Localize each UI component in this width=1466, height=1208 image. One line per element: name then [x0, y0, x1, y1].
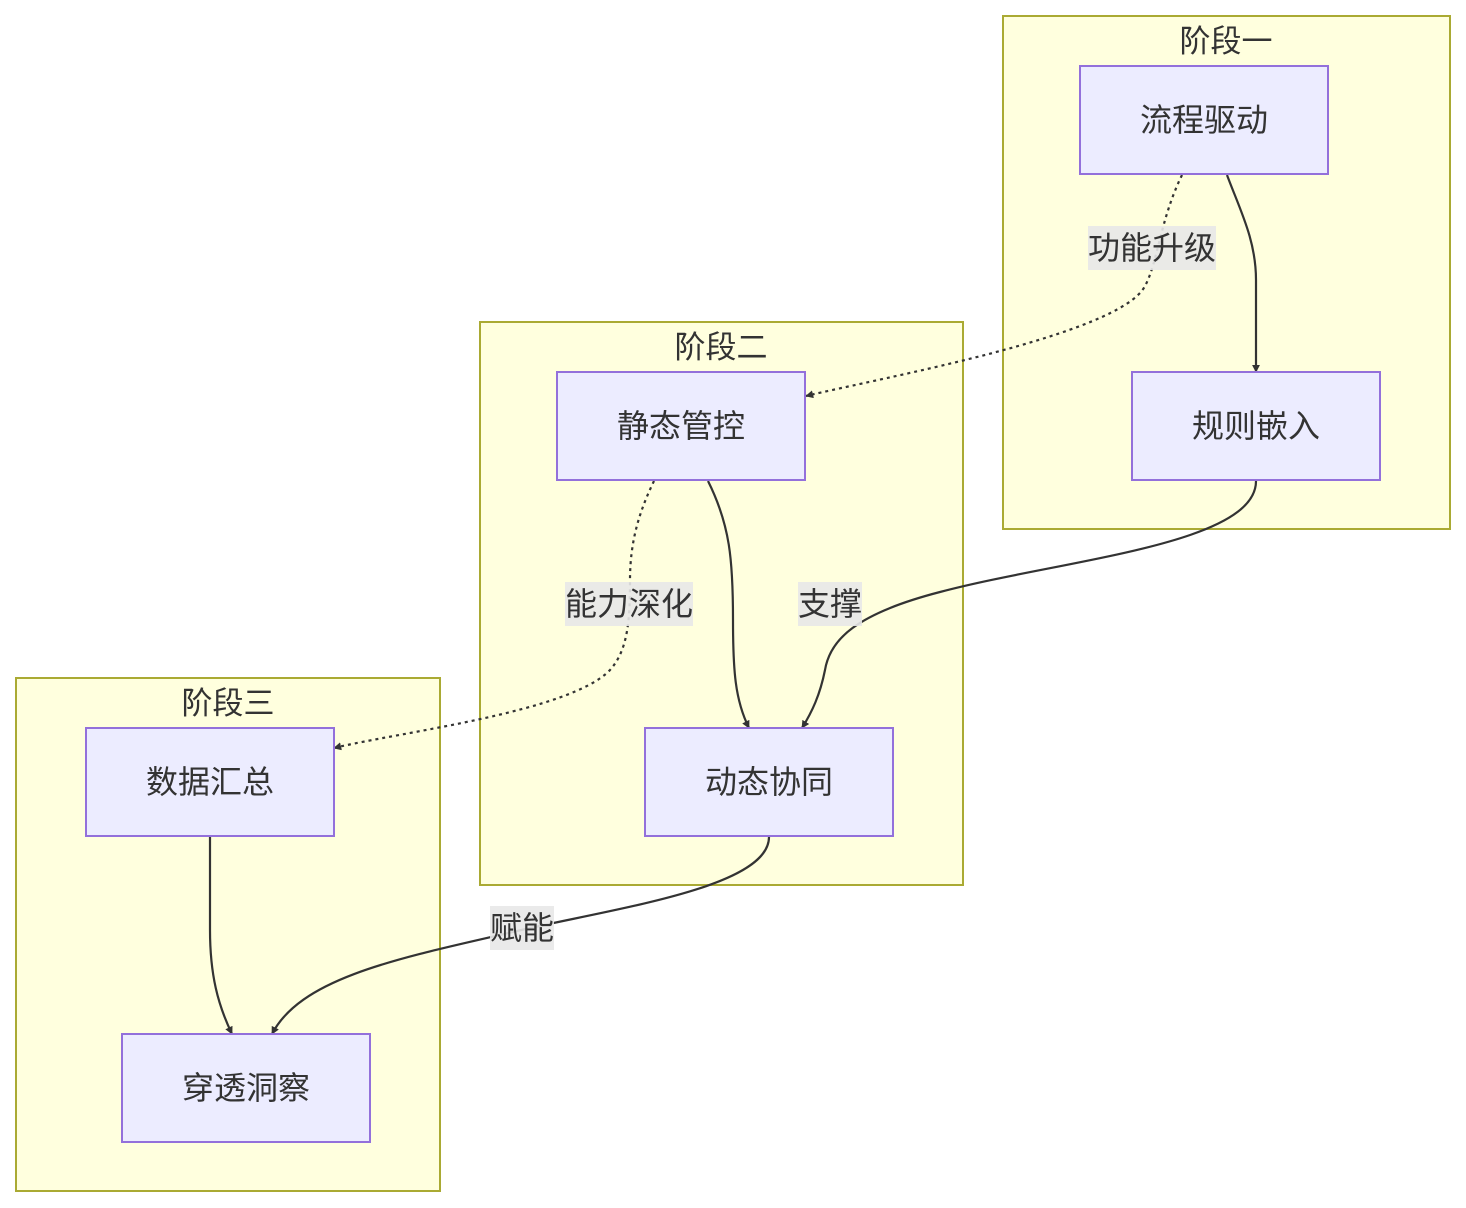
node-dynamic-collab[interactable]: 动态协同 — [644, 727, 894, 837]
node-static-control[interactable]: 静态管控 — [556, 371, 806, 481]
edge-label-upgrade: 功能升级 — [1088, 226, 1216, 270]
edge-label-deepen-text: 能力深化 — [565, 585, 693, 623]
cluster-stage2-title: 阶段二 — [675, 330, 768, 366]
node-process-driven[interactable]: 流程驱动 — [1079, 65, 1329, 175]
node-data-summary-label: 数据汇总 — [146, 763, 274, 801]
edge-label-empower-text: 赋能 — [490, 909, 554, 947]
edge-deepen — [333, 480, 655, 751]
edge-summary-to-insight — [208, 837, 233, 1035]
node-dynamic-collab-label: 动态协同 — [705, 763, 833, 801]
node-rule-embedded[interactable]: 规则嵌入 — [1131, 371, 1381, 481]
edge-label-empower: 赋能 — [490, 906, 554, 950]
node-static-control-label: 静态管控 — [617, 407, 745, 445]
edge-support — [801, 480, 1258, 729]
edge-label-upgrade-text: 功能升级 — [1088, 229, 1216, 267]
node-insight-label: 穿透洞察 — [182, 1069, 310, 1107]
node-insight[interactable]: 穿透洞察 — [121, 1033, 371, 1143]
cluster-stage1-title: 阶段一 — [1180, 24, 1273, 60]
node-process-driven-label: 流程驱动 — [1140, 101, 1268, 139]
edge-label-deepen: 能力深化 — [565, 582, 693, 626]
cluster-stage3-title: 阶段三 — [182, 686, 275, 722]
node-rule-embedded-label: 规则嵌入 — [1192, 407, 1320, 445]
edge-static-to-dynamic — [707, 480, 750, 729]
edge-label-support: 支撑 — [798, 582, 862, 626]
node-data-summary[interactable]: 数据汇总 — [85, 727, 335, 837]
edge-process-to-rule — [1225, 174, 1260, 373]
edge-label-support-text: 支撑 — [798, 585, 862, 623]
